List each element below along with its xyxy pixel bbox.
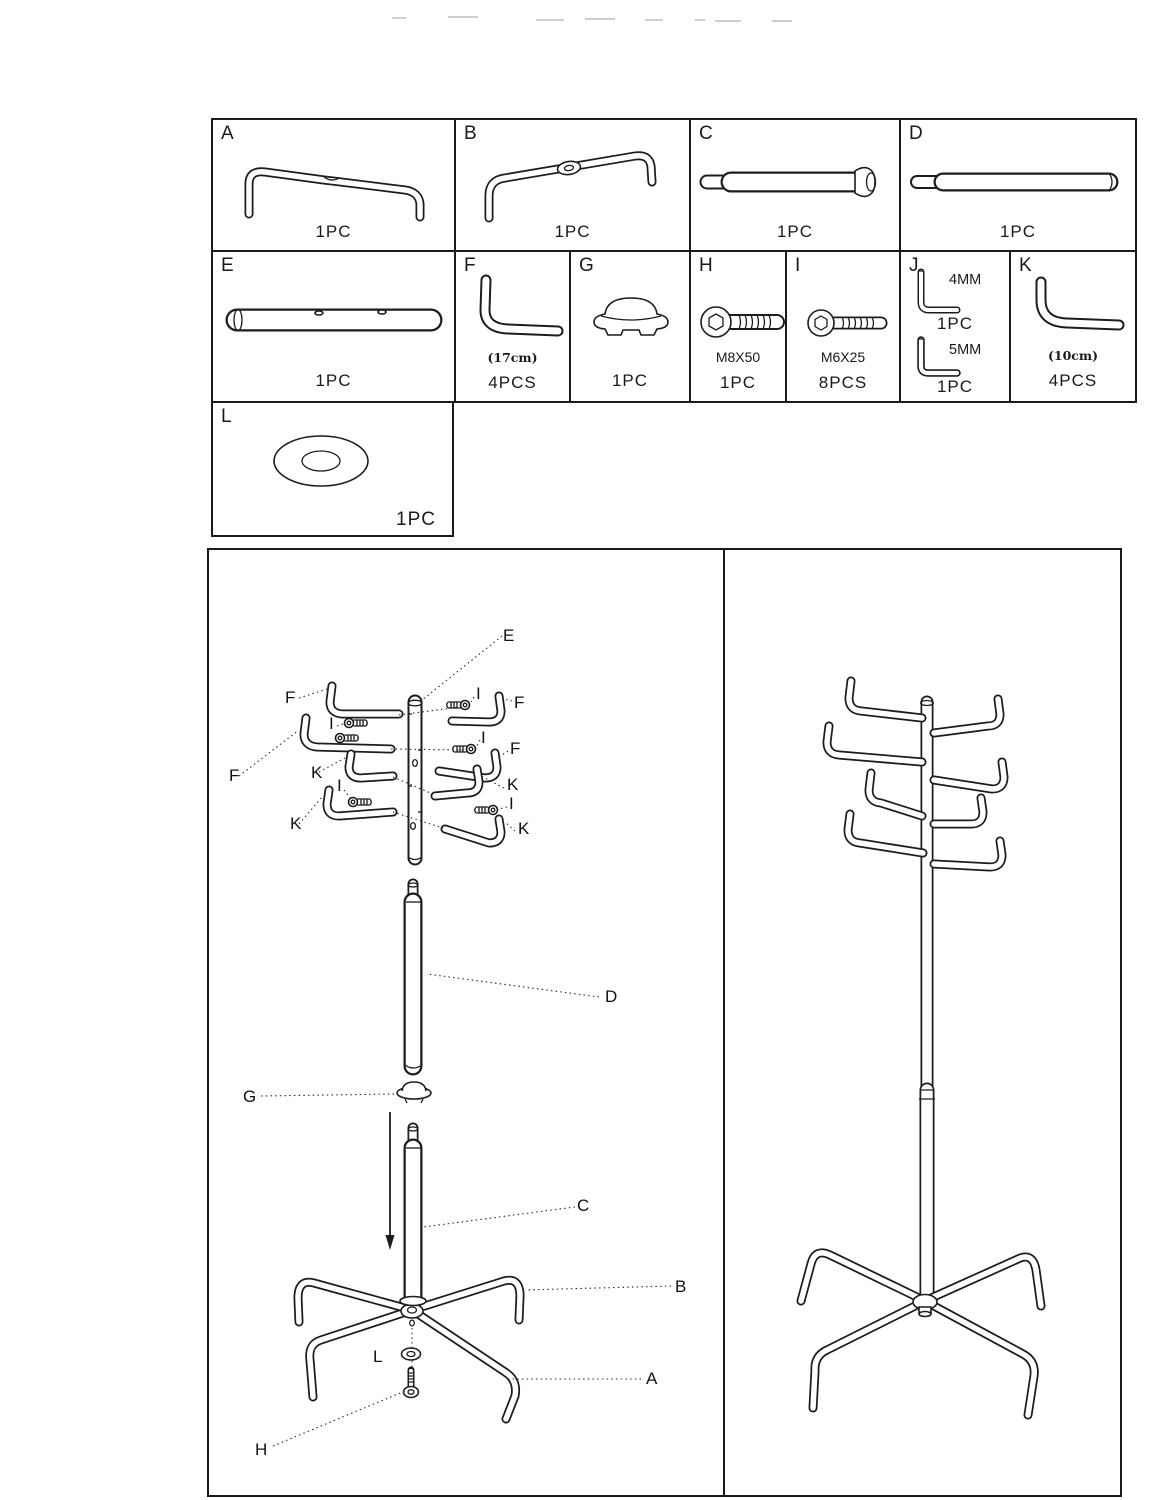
part-i-qty: 8PCS — [818, 373, 868, 392]
part-cell-i: I M6X25 8PCS — [787, 252, 901, 401]
part-f-qty: 4PCS — [488, 373, 537, 392]
part-cell-e: E 1PC — [213, 252, 456, 401]
part-e-illustration — [219, 288, 449, 348]
part-cell-j: J 4MM 1PC 5MM 1PC — [901, 252, 1011, 401]
part-a-illustration — [219, 138, 449, 226]
part-h-qty: 1PC — [719, 373, 757, 392]
part-a-qty: 1PC — [315, 222, 352, 241]
part-f-illustration — [460, 270, 568, 342]
exploded-label-f2: F — [514, 693, 524, 712]
scan-artifact — [645, 19, 663, 21]
exploded-label-i5: I — [509, 794, 514, 813]
part-cell-d: D 1PC — [901, 120, 1135, 252]
part-g-illustration — [593, 297, 669, 336]
part-cell-g: G 1PC — [571, 252, 691, 401]
part-k-label: K — [1019, 255, 1032, 276]
exploded-view-diagram: E F I F I I F F K K I I K K D — [229, 626, 686, 1459]
part-g-label: G — [579, 255, 594, 276]
part-d-illustration — [903, 140, 1133, 220]
part-d-qty: 1PC — [999, 222, 1037, 241]
part-a-label: A — [221, 123, 234, 144]
allen-key-4mm-illustration — [909, 266, 961, 318]
part-b-qty: 1PC — [554, 222, 591, 241]
part-k-qty: 4PCS — [1048, 371, 1098, 390]
scan-artifact — [448, 16, 478, 18]
part-k-size: (10cm) — [1047, 348, 1099, 363]
exploded-label-k3: K — [290, 814, 302, 833]
exploded-label-i1: I — [476, 684, 481, 703]
part-c-label: C — [699, 123, 713, 144]
exploded-label-f3: F — [510, 739, 520, 758]
part-j-key2-size: 5MM — [949, 342, 982, 358]
scan-artifact — [772, 20, 792, 22]
scan-artifact — [695, 19, 705, 21]
part-j-label: J — [909, 255, 919, 276]
part-h-spec: M8X50 — [715, 349, 761, 365]
part-i-illustration — [807, 309, 893, 337]
panel-divider — [723, 550, 725, 1495]
part-cell-f: F (17cm) 4PCS — [456, 252, 571, 401]
part-cell-k: K (10cm) 4PCS — [1011, 252, 1135, 401]
exploded-label-g: G — [243, 1087, 256, 1106]
part-i-spec: M6X25 — [820, 349, 866, 365]
allen-key-5mm-illustration — [909, 336, 961, 380]
exploded-label-i3: I — [481, 728, 486, 747]
scan-artifact — [392, 17, 406, 19]
part-f-size: (17cm) — [487, 350, 538, 365]
exploded-label-i4: I — [337, 776, 342, 795]
part-l-qty: 1PC — [396, 509, 436, 530]
exploded-label-e: E — [503, 626, 514, 645]
exploded-label-f1: F — [285, 688, 295, 707]
scan-artifact — [715, 20, 741, 22]
part-cell-l: L 1PC — [211, 403, 454, 537]
part-h-illustration — [700, 306, 787, 338]
part-j-key2-qty: 1PC — [936, 377, 974, 396]
finished-product-diagram — [725, 550, 1120, 1495]
exploded-label-c: C — [577, 1196, 589, 1215]
exploded-label-k2: K — [507, 775, 519, 794]
down-arrow — [385, 1235, 395, 1250]
part-cell-b: B 1PC — [456, 120, 691, 252]
part-j-key1-size: 4MM — [949, 272, 982, 288]
part-d-label: D — [909, 123, 923, 144]
part-c-qty: 1PC — [776, 222, 814, 241]
part-k-illustration — [1017, 274, 1129, 344]
exploded-label-i2: I — [329, 714, 334, 733]
exploded-label-k1: K — [311, 763, 323, 782]
part-g-qty: 1PC — [611, 371, 649, 390]
part-e-qty: 1PC — [315, 371, 352, 390]
part-b-illustration — [459, 134, 687, 226]
part-cell-c: C 1PC — [691, 120, 901, 252]
part-l-label: L — [221, 406, 232, 427]
exploded-label-l: L — [373, 1347, 382, 1366]
part-l-illustration — [273, 435, 369, 487]
part-e-label: E — [221, 255, 234, 276]
scan-artifact — [585, 18, 615, 20]
exploded-label-h: H — [255, 1440, 267, 1459]
part-cell-h: H M8X50 1PC — [691, 252, 787, 401]
part-c-illustration — [695, 166, 877, 198]
scan-artifact — [536, 19, 564, 21]
parts-table: A 1PC B 1PC C — [211, 118, 1137, 403]
exploded-label-k4: K — [518, 819, 530, 838]
part-j-key1-qty: 1PC — [936, 314, 974, 333]
part-f-label: F — [464, 255, 476, 276]
part-h-label: H — [699, 255, 713, 276]
part-i-label: I — [795, 255, 801, 276]
exploded-label-d: D — [605, 987, 617, 1006]
exploded-label-a: A — [646, 1369, 658, 1388]
exploded-label-f4: F — [229, 766, 239, 785]
assembly-diagrams: E F I F I I F F K K I I K K D — [207, 548, 1122, 1497]
exploded-label-b: B — [675, 1277, 686, 1296]
part-b-label: B — [464, 123, 477, 144]
part-cell-a: A 1PC — [213, 120, 456, 252]
